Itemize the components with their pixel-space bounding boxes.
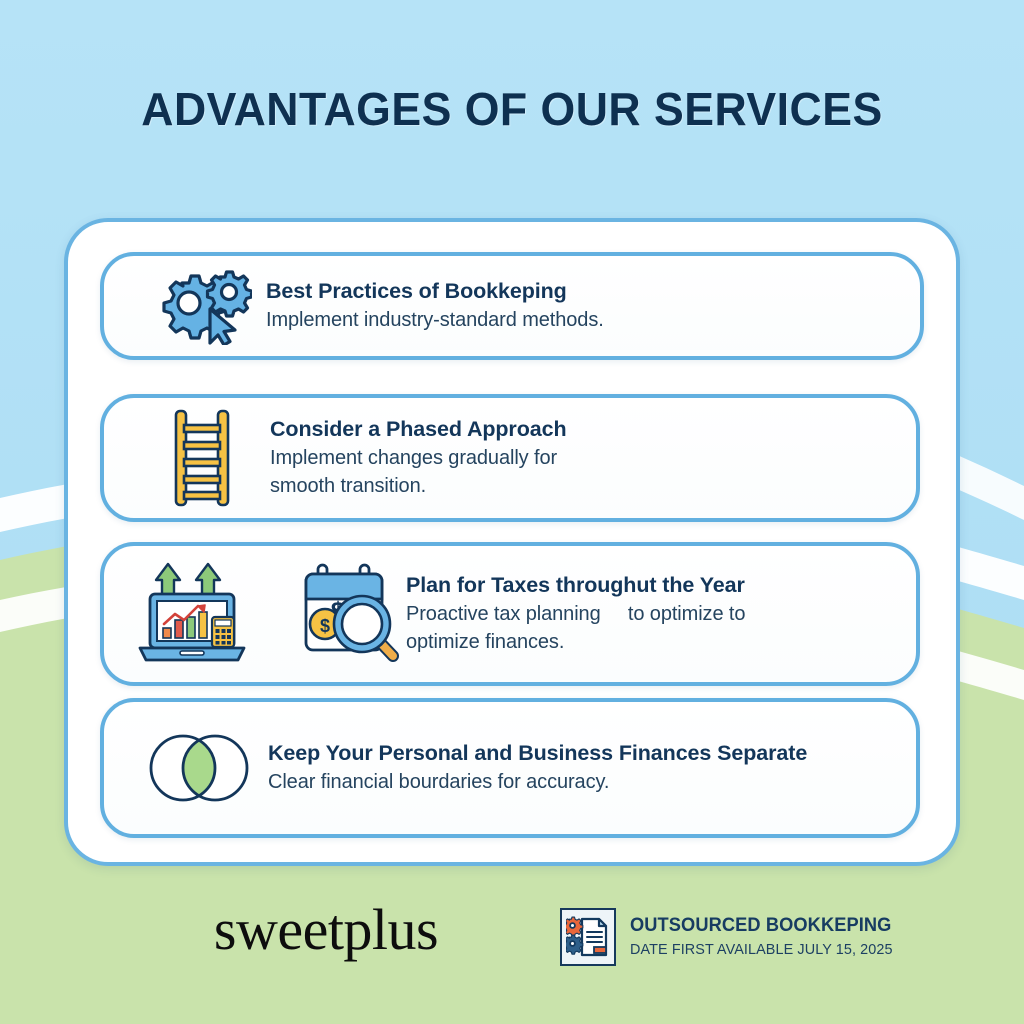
badge-icon-frame	[560, 908, 616, 966]
venn-diagram-icon	[149, 734, 249, 802]
card-1-text: Best Practices of Bookkeping Implement i…	[266, 277, 894, 334]
card-3-text: Plan for Taxes throughut the Year Proact…	[406, 571, 890, 657]
badge-title: OUTSOURCED BOOKKEPING	[630, 915, 892, 937]
card-3-title: Plan for Taxes throughut the Year	[406, 573, 745, 598]
card-4-icon-group	[130, 732, 268, 804]
card-1-body: Implement industry-standard methods.	[266, 309, 604, 332]
card-4-title: Keep Your Personal and Business Finances…	[268, 741, 808, 766]
gears-cursor-icon	[162, 270, 252, 345]
brand-logo: sweetplus	[213, 897, 439, 962]
page-title: ADVANTAGES OF OUR SERVICES	[141, 83, 883, 135]
card-3-body: Proactive tax planning to optimize to op…	[406, 603, 746, 654]
card-2-body: Implement changes gradually for smooth t…	[270, 447, 558, 498]
ladder-icon	[174, 409, 230, 507]
card-3-icon-group: $ $	[120, 560, 406, 668]
badge-subtitle: DATE FIRST AVAILABLE JULY 15, 2025	[630, 941, 893, 958]
card-4-text: Keep Your Personal and Business Finances…	[268, 739, 890, 796]
card-2-text: Consider a Phased Approach Implement cha…	[270, 415, 890, 501]
card-4-body: Clear financial bourdaries for accuracy.	[268, 771, 610, 794]
card-1-icon-group	[134, 267, 266, 345]
card-2-icon-group	[134, 409, 270, 507]
advantage-card-4[interactable]: Keep Your Personal and Business Finances…	[100, 698, 920, 838]
calendar-magnifier-coin-icon: $ $	[304, 563, 399, 662]
badge-text-group: OUTSOURCED BOOKKEPING DATE FIRST AVAILAB…	[630, 914, 904, 960]
document-gears-icon	[566, 916, 608, 957]
svg-text:$: $	[320, 616, 330, 636]
advantage-card-2[interactable]: Consider a Phased Approach Implement cha…	[100, 394, 920, 522]
footer-badge: OUTSOURCED BOOKKEPING DATE FIRST AVAILAB…	[560, 908, 904, 966]
card-1-title: Best Practices of Bookkeping	[266, 279, 567, 304]
advantage-card-1[interactable]: Best Practices of Bookkeping Implement i…	[100, 252, 924, 360]
laptop-growth-chart-icon	[138, 562, 246, 662]
advantage-card-3[interactable]: $ $ Plan for Taxes throughut the Year Pr…	[100, 542, 920, 686]
card-2-title: Consider a Phased Approach	[270, 417, 567, 442]
